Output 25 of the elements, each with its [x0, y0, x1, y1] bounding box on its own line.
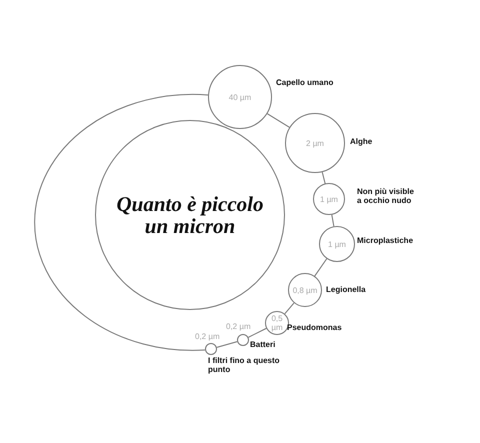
item-label: Legionella — [326, 285, 367, 294]
size-value: 0,2 µm — [195, 332, 221, 341]
connector-line — [284, 302, 294, 314]
title-text: Quanto è piccolo un micron — [116, 193, 264, 237]
item-label: Non più visible a occhio nudo — [357, 187, 415, 205]
connector-line — [331, 214, 334, 227]
item-label: Batteri — [250, 340, 276, 349]
item-label: Capello umano — [276, 78, 334, 87]
item-label: Microplastiche — [357, 236, 414, 245]
connector-line — [322, 172, 326, 184]
connector-line — [248, 328, 267, 338]
size-value: 2 µm — [305, 138, 325, 148]
connector-line — [314, 258, 328, 277]
item-label: I filtri fino a questo punto — [208, 356, 280, 374]
connector-line — [34, 94, 208, 351]
connector-line — [266, 113, 290, 128]
size-value: 0,5 µm — [270, 314, 284, 332]
size-value: 1 µm — [327, 240, 347, 248]
size-value: 0,2 µm — [226, 322, 252, 331]
size-value: 0,8 µm — [292, 286, 318, 294]
size-value: 1 µm — [319, 194, 339, 204]
item-label: Alghe — [350, 137, 374, 146]
connector-line — [216, 341, 238, 348]
size-value: 40 µm — [228, 92, 252, 102]
item-label: Pseudomonas — [287, 323, 343, 332]
